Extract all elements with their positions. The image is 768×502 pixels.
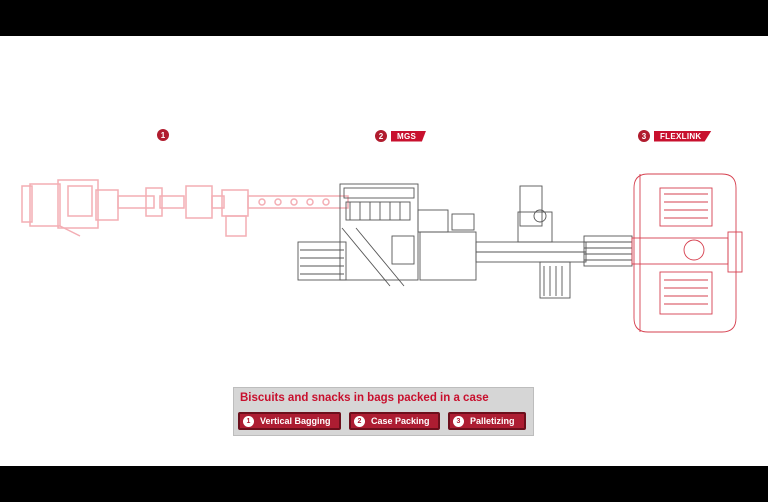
step-vertical-bagging-button[interactable]: 1 Vertical Bagging	[238, 412, 341, 430]
step-2-label: Case Packing	[371, 416, 430, 426]
step-1-number: 1	[243, 415, 254, 427]
case-packing-machine	[297, 183, 633, 299]
step-case-packing-button[interactable]: 2 Case Packing	[349, 412, 440, 430]
step-palletizing-button[interactable]: 3 Palletizing	[448, 412, 526, 430]
station-2-marker: 2 MGS	[375, 130, 427, 142]
process-legend: Biscuits and snacks in bags packed in a …	[233, 387, 534, 436]
mgs-brand-label: MGS	[391, 130, 427, 142]
station-1-marker: 1	[157, 129, 169, 141]
step-1-label: Vertical Bagging	[260, 416, 331, 426]
station-3-number: 3	[638, 130, 650, 142]
legend-title: Biscuits and snacks in bags packed in a …	[240, 392, 489, 404]
vertical-bagging-machine	[21, 179, 349, 237]
step-3-label: Palletizing	[470, 416, 515, 426]
station-3-marker: 3 FLEXLINK	[638, 130, 712, 142]
step-3-number: 3	[453, 415, 464, 427]
step-2-number: 2	[354, 415, 365, 427]
station-2-number: 2	[375, 130, 387, 142]
flexlink-brand-label: FLEXLINK	[654, 130, 712, 142]
machine-line-drawing	[21, 173, 743, 333]
palletizing-cell	[631, 173, 743, 333]
layout-diagram: 1 2 MGS 3 FLEXLINK Biscuits and snacks i…	[0, 36, 768, 466]
station-1-number: 1	[157, 129, 169, 141]
